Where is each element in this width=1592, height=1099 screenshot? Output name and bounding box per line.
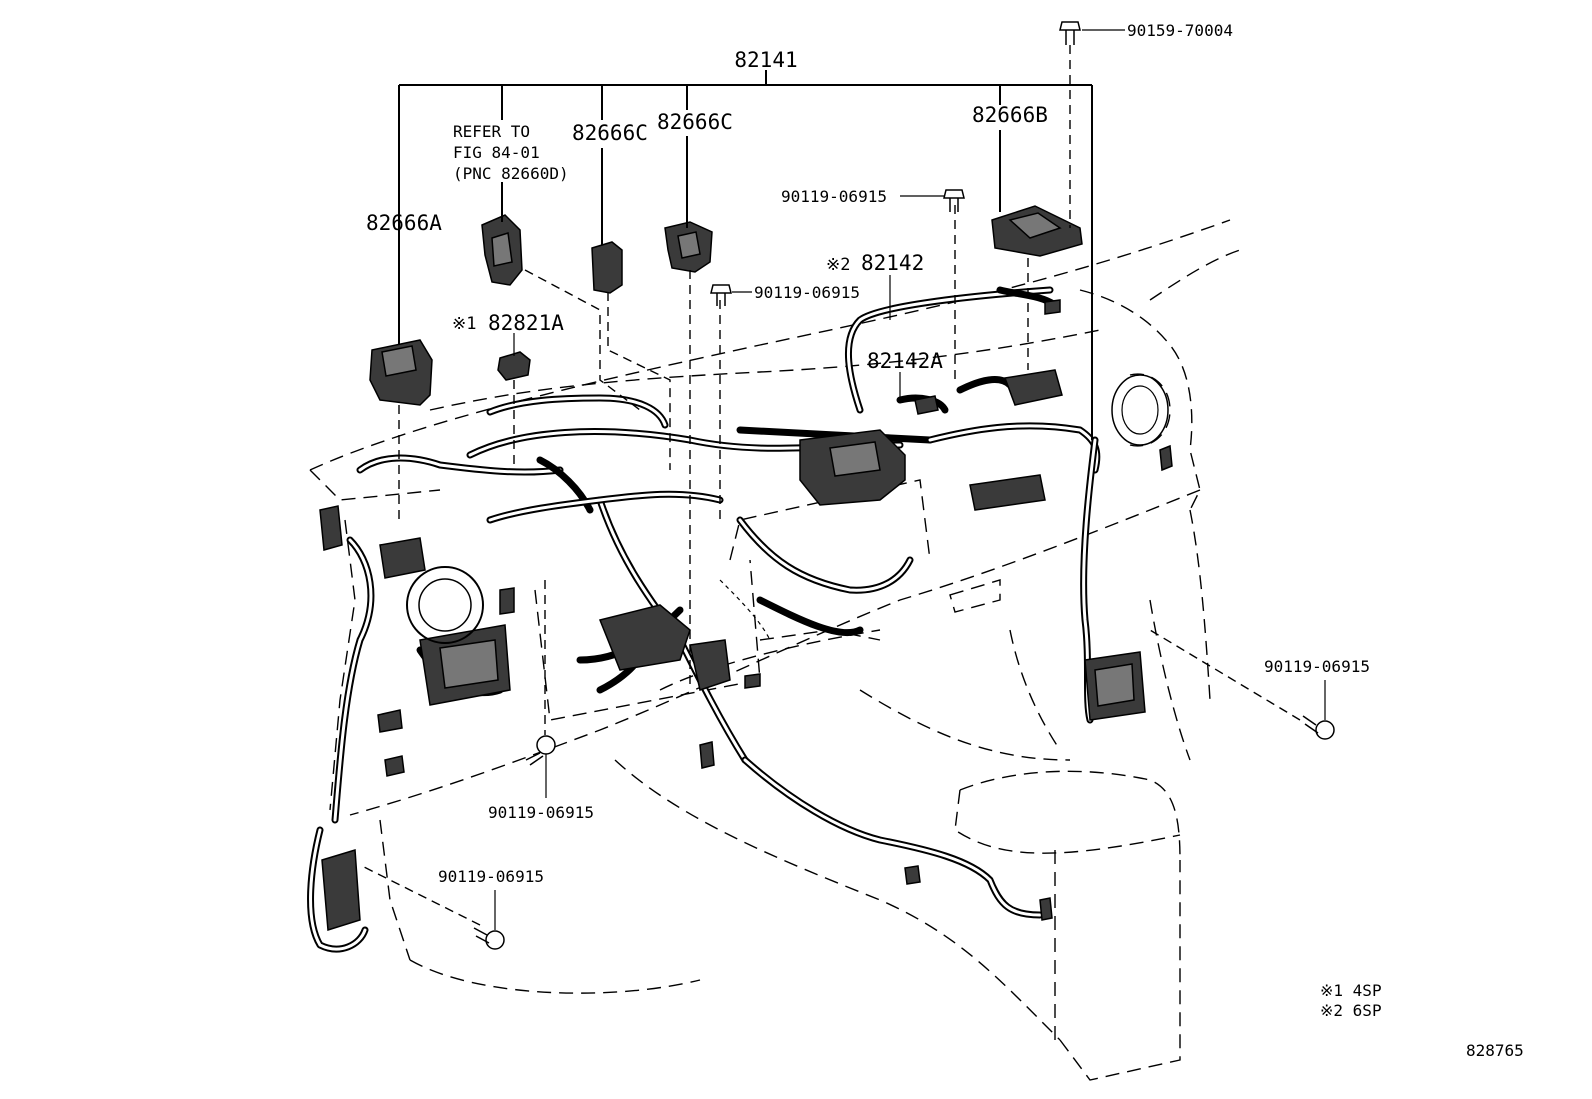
bolts xyxy=(473,21,1335,950)
note-1: ※1 4SP xyxy=(1320,981,1382,1000)
label-82666A: 82666A xyxy=(366,211,442,235)
label-82142A: 82142A xyxy=(867,349,943,373)
bolt-90159-70004-icon xyxy=(1059,21,1081,45)
note-2: ※2 6SP xyxy=(1320,1001,1382,1020)
label-bolt-upper-mid: 90119-06915 xyxy=(754,283,860,302)
bolt-bottom-left-icon xyxy=(473,927,505,950)
bracket-82141 xyxy=(398,70,1093,440)
bolt-right-icon xyxy=(1302,715,1335,740)
label-82142-mark: ※2 xyxy=(826,255,850,275)
label-82142: 82142 xyxy=(861,251,924,275)
label-refer-line2: FIG 84-01 xyxy=(453,143,540,162)
label-82666C-1: 82666C xyxy=(572,121,648,145)
figure-number: 828765 xyxy=(1466,1041,1524,1060)
label-82821A-mark: ※1 xyxy=(452,314,476,334)
bolt-top-center-icon xyxy=(943,189,965,212)
part-labels: 82141 82666A 82666C 82666C 82666B REFER … xyxy=(366,21,1524,1060)
label-bolt-bottom-center: 90119-06915 xyxy=(488,803,594,822)
label-refer-line1: REFER TO xyxy=(453,122,530,141)
label-82141: 82141 xyxy=(734,48,797,72)
bolt-bottom-center-icon xyxy=(525,735,556,766)
label-bolt-bottom-left: 90119-06915 xyxy=(438,867,544,886)
harness-components xyxy=(319,205,1173,931)
label-bolt-top-center: 90119-06915 xyxy=(781,187,887,206)
label-refer-line3: (PNC 82660D) xyxy=(453,164,569,183)
label-82666B: 82666B xyxy=(972,103,1048,127)
dashed-leaders xyxy=(359,45,1301,926)
bolt-upper-mid-icon xyxy=(710,284,732,306)
label-90159-70004: 90159-70004 xyxy=(1127,21,1233,40)
label-bolt-right: 90119-06915 xyxy=(1264,657,1370,676)
label-82666C-2: 82666C xyxy=(657,110,733,134)
label-82821A: 82821A xyxy=(488,311,564,335)
